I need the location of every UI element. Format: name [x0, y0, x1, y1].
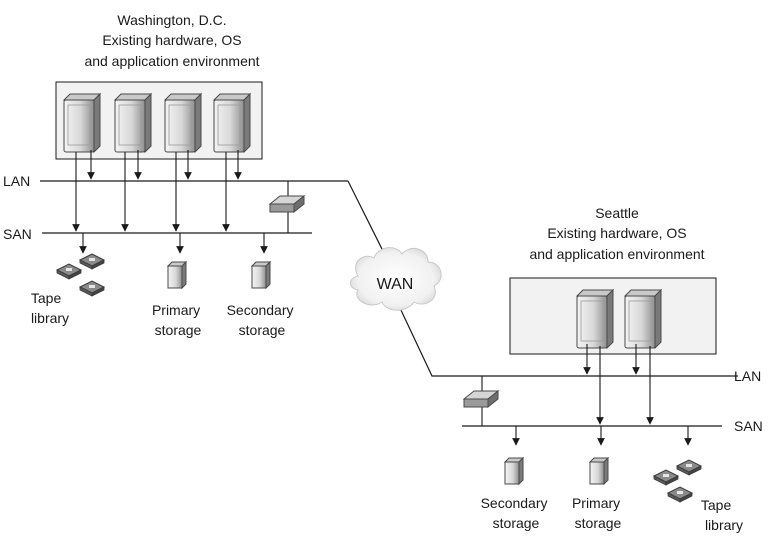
- dc-title-line-1: Washington, D.C.: [117, 12, 226, 28]
- server-tower-icon: [164, 93, 202, 153]
- storage-unit-icon: [504, 457, 524, 485]
- seattle-san-label: SAN: [734, 418, 763, 434]
- seattle-tape-label: Tape library: [701, 497, 743, 533]
- router-icon: [463, 390, 499, 408]
- server-tower-icon: [114, 93, 152, 153]
- seattle-title-line-1: Seattle: [595, 205, 639, 221]
- seattle-lan-label: LAN: [734, 368, 761, 384]
- server-tower-icon: [213, 93, 251, 153]
- wan-label: WAN: [377, 276, 414, 293]
- seattle-secondary-label: Secondary storage: [481, 495, 552, 531]
- seattle-site: Seattle Existing hardware, OS and applic…: [462, 205, 763, 533]
- dc-lan-label: LAN: [3, 173, 30, 189]
- dc-server-links: [72, 150, 289, 254]
- storage-unit-icon: [589, 457, 609, 485]
- dc-tape-label: Tape library: [31, 290, 69, 326]
- server-tower-icon: [63, 93, 101, 153]
- dc-site: Washington, D.C. Existing hardware, OS a…: [3, 12, 348, 338]
- cloud-icon: [350, 247, 442, 311]
- seattle-title-line-3: and application environment: [529, 246, 704, 262]
- seattle-primary-label: Primary storage: [572, 495, 624, 531]
- seattle-server-links: [481, 344, 692, 446]
- storage-unit-icon: [251, 261, 271, 289]
- dc-san-label: SAN: [3, 226, 32, 242]
- server-tower-icon: [576, 289, 614, 349]
- wan-link: WAN: [347, 180, 738, 377]
- seattle-tape-library-icon: [653, 459, 702, 503]
- seattle-title-line-2: Existing hardware, OS: [547, 225, 686, 241]
- dc-primary-label: Primary storage: [152, 302, 204, 338]
- dc-title-line-3: and application environment: [84, 53, 259, 69]
- router-icon: [269, 195, 305, 213]
- server-tower-icon: [624, 289, 662, 349]
- dc-secondary-label: Secondary storage: [227, 302, 298, 338]
- dc-title-line-2: Existing hardware, OS: [102, 32, 241, 48]
- storage-unit-icon: [167, 261, 187, 289]
